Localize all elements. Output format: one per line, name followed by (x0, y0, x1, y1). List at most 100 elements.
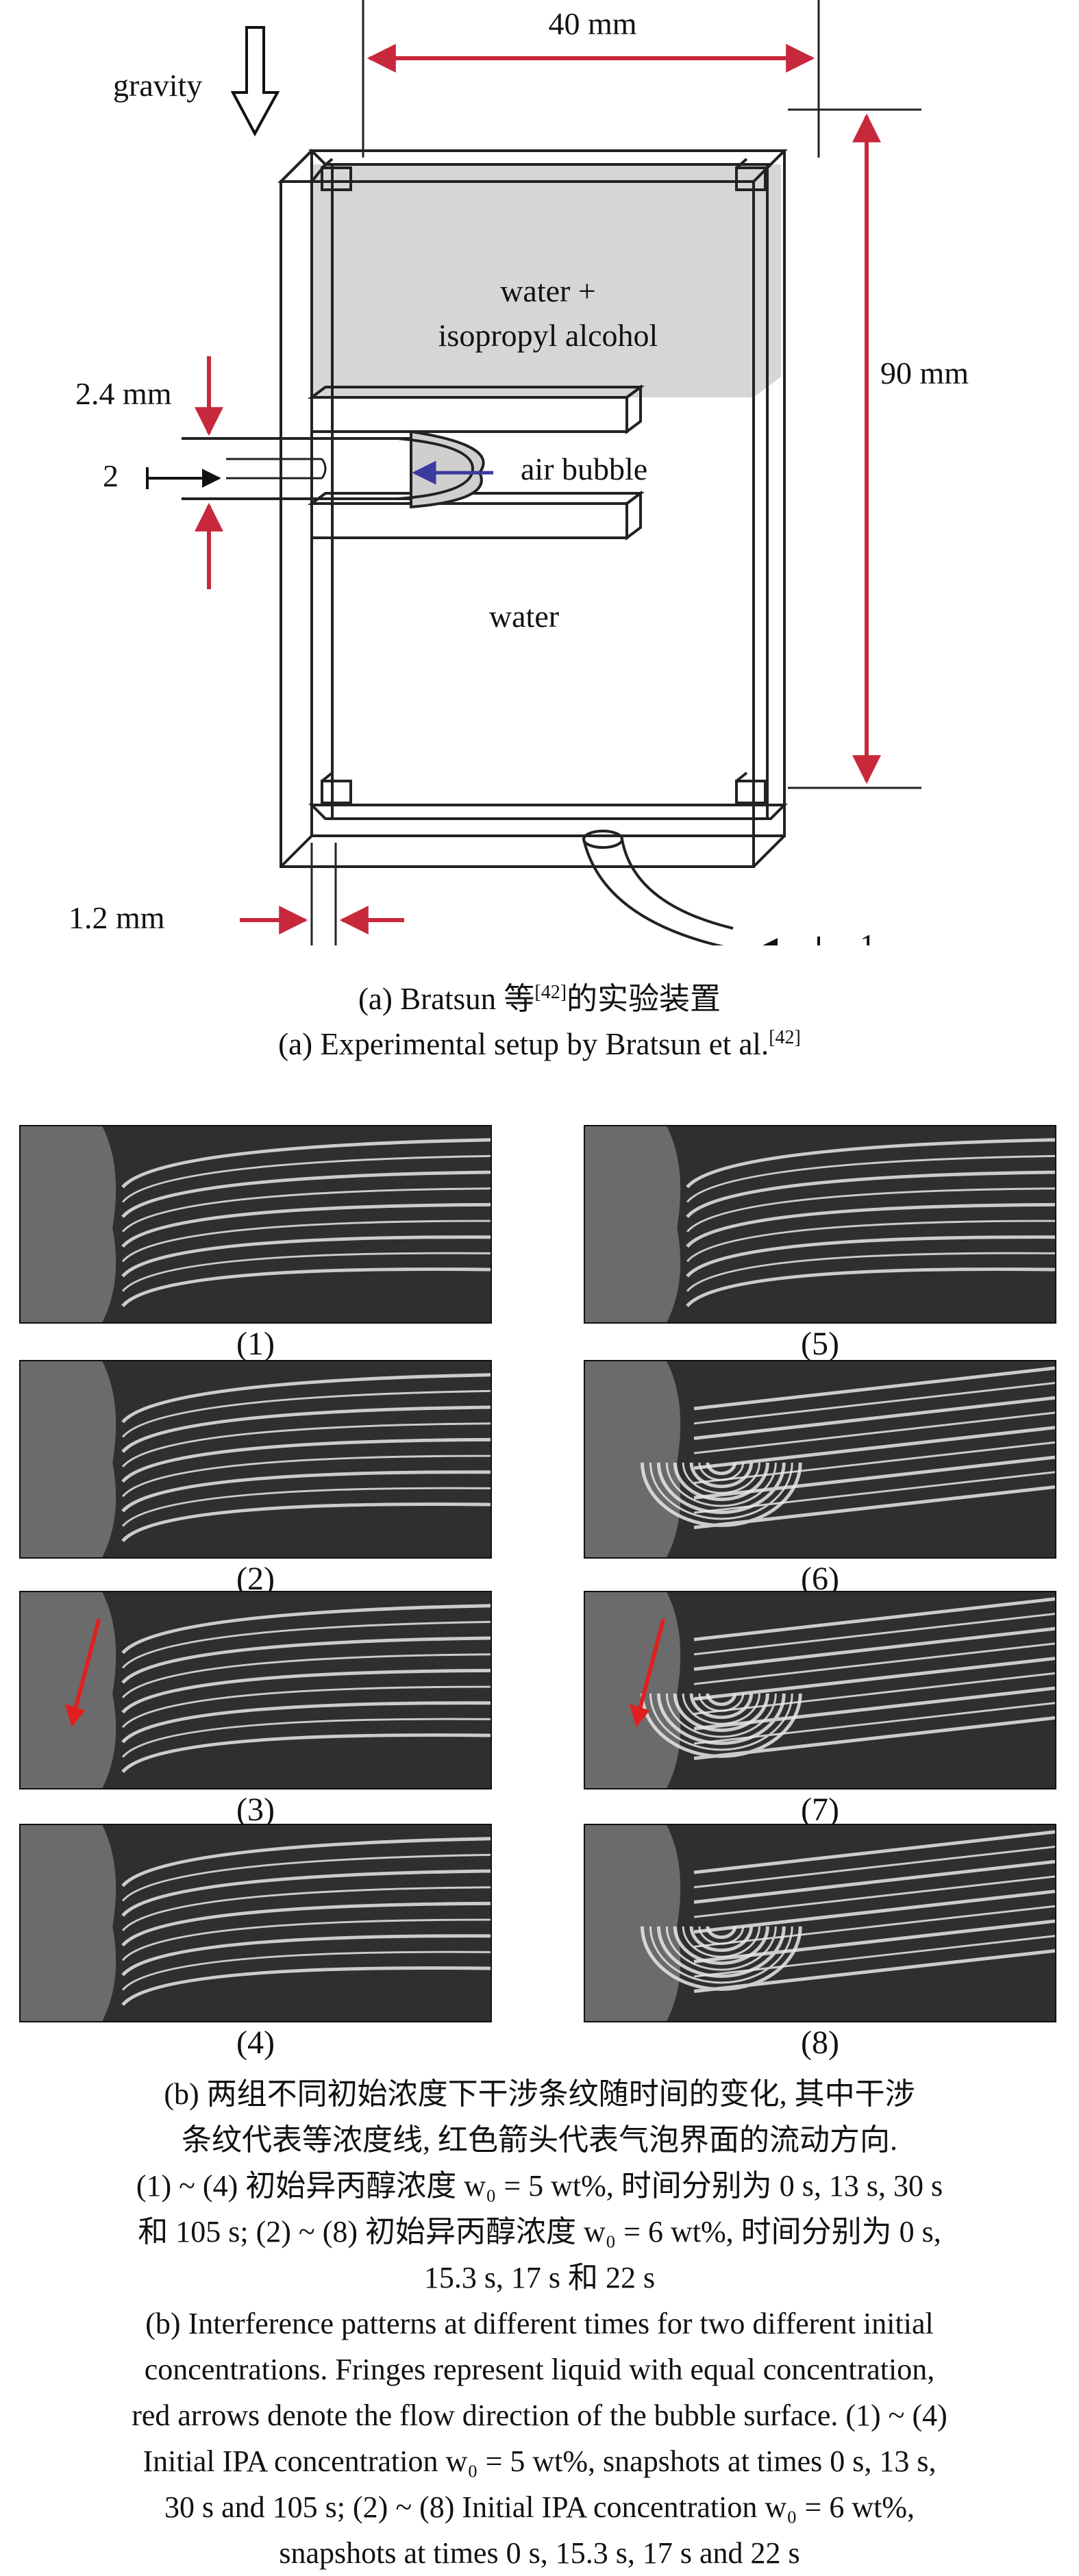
interference-panel (19, 1360, 492, 1559)
fringe-line (689, 1396, 1055, 1489)
fringe-line (649, 1693, 1055, 1751)
fringe-line (641, 1462, 1055, 1530)
fringe-line (656, 1686, 1055, 1745)
fringe-line (121, 1966, 491, 2006)
fringe-line (121, 1170, 491, 1218)
fringe-line (121, 1235, 491, 1278)
caption-b-cn-line: (b) 两组不同初始浓度下干涉条纹随时间的变化, 其中干涉 (164, 2077, 915, 2111)
panel-label: (3) (236, 1792, 275, 1828)
fringe-line (121, 1202, 491, 1248)
fringe-line (121, 1267, 491, 1307)
fringe-line (673, 1426, 1055, 1501)
bubble-region (21, 1361, 116, 1557)
fringe-line (656, 1455, 1055, 1514)
fringe-line (689, 1626, 1055, 1720)
fringe-line (121, 1454, 491, 1498)
fringe-line (121, 1701, 491, 1744)
caption-a-en: (a) Experimental setup by Bratsun et al.… (278, 1027, 801, 1061)
fringe-line (665, 1441, 1055, 1507)
ipa-region (312, 164, 781, 397)
fringe-line (686, 1154, 1055, 1203)
fringe-line (649, 1926, 1055, 1984)
fringe-line (121, 1373, 491, 1424)
fringe-line (121, 1934, 491, 1977)
caption-b-cn-line: (1) ~ (4) 初始异丙醇浓度 w₀ = 5 wt%, 时间分别为 0 s,… (136, 2169, 943, 2203)
flow-direction-arrow (637, 1618, 666, 1711)
fringe-line (121, 1718, 491, 1758)
fringe-line (686, 1235, 1055, 1278)
fringe-line (686, 1187, 1055, 1233)
fringe-line (121, 1837, 491, 1887)
fringe-line (121, 1138, 491, 1189)
fringe-line (665, 1905, 1055, 1971)
panel-label: (7) (801, 1792, 839, 1828)
fringe-line (121, 1853, 491, 1902)
bubble-label: air bubble (521, 451, 647, 486)
thickness-label: 1.2 mm (69, 900, 165, 935)
fringe-line (121, 1636, 491, 1684)
bubble-region (21, 1126, 116, 1322)
fringe-line (121, 1668, 491, 1714)
fringe-line (686, 1252, 1055, 1292)
fringe-line (665, 1672, 1055, 1738)
fringe-line (121, 1487, 491, 1527)
caption-b-en-line: Initial IPA concentration w₀ = 5 wt%, sn… (142, 2444, 937, 2478)
fringe-line (689, 1859, 1055, 1953)
panel-label: (5) (801, 1326, 839, 1362)
interference-panel (584, 1591, 1056, 1789)
caption-b-cn-line: 15.3 s, 17 s 和 22 s (423, 2261, 656, 2294)
needle (182, 437, 450, 500)
fringe-line (121, 1620, 491, 1669)
fringe-line (121, 1604, 491, 1655)
fringe-line (121, 1685, 491, 1729)
bubble-region (585, 1361, 681, 1557)
bubble-region (585, 1126, 681, 1322)
fringe-line (686, 1267, 1055, 1307)
gravity-arrow (230, 26, 280, 137)
caption-b: (b) 两组不同初始浓度下干涉条纹随时间的变化, 其中干涉 条纹代表等浓度线, … (14, 2071, 1065, 2576)
fringe-line (121, 1252, 491, 1292)
interference-panel (584, 1360, 1056, 1559)
caption-b-cn-line: 和 105 s; (2) ~ (8) 初始异丙醇浓度 w₀ = 6 wt%, 时… (138, 2215, 941, 2249)
caption-b-en-line: (b) Interference patterns at different t… (145, 2307, 934, 2340)
caption-b-en-line: red arrows denote the flow direction of … (132, 2399, 947, 2432)
caption-a-cn: (a) Bratsun 等[42]的实验装置 (358, 982, 721, 1016)
fringe-line (121, 1470, 491, 1513)
interference-panel (584, 1824, 1056, 2022)
fringe-line (686, 1138, 1055, 1189)
fringe-line (121, 1502, 491, 1542)
caption-b-cn-line: 条纹代表等浓度线, 红色箭头代表气泡界面的流动方向. (182, 2123, 897, 2157)
fringe-line (693, 1366, 1055, 1476)
panel-label: (8) (801, 2024, 839, 2061)
port-2-label: 2 (103, 458, 119, 493)
bubble-region (21, 1592, 116, 1788)
fringe-line (121, 1219, 491, 1263)
caption-b-en-line: concentrations. Fringes represent liquid… (144, 2353, 935, 2386)
fringe-line (121, 1422, 491, 1467)
flow-direction-arrow (73, 1618, 101, 1711)
fringe-line (121, 1653, 491, 1698)
upper-fluid-label-1: water + (500, 273, 596, 308)
fringe-line (121, 1733, 491, 1773)
fringe-line (121, 1405, 491, 1453)
interference-panel (19, 1125, 492, 1324)
fringe-line (121, 1389, 491, 1438)
fringe-line (673, 1657, 1055, 1732)
fringe-line (121, 1187, 491, 1233)
bubble-region (585, 1592, 681, 1788)
fringe-line (686, 1170, 1055, 1218)
width-label: 40 mm (548, 6, 636, 41)
caption-b-en-line: 30 s and 105 s; (2) ~ (8) Initial IPA co… (164, 2490, 915, 2524)
caption-b-en-line: snapshots at times 0 s, 15.3 s, 17 s and… (279, 2536, 800, 2570)
fringe-line (693, 1597, 1055, 1707)
panel-label: (1) (236, 1326, 275, 1362)
port-1-label: 1 (860, 928, 876, 945)
lower-fluid-label: water (489, 599, 559, 634)
fringe-line (673, 1890, 1055, 1965)
fringe-line (686, 1202, 1055, 1248)
upper-fluid-label-2: isopropyl alcohol (438, 318, 658, 353)
interference-panel (19, 1591, 492, 1789)
gap-label: 2.4 mm (75, 376, 172, 411)
fringe-line (121, 1901, 491, 1947)
fringe-line (649, 1462, 1055, 1520)
